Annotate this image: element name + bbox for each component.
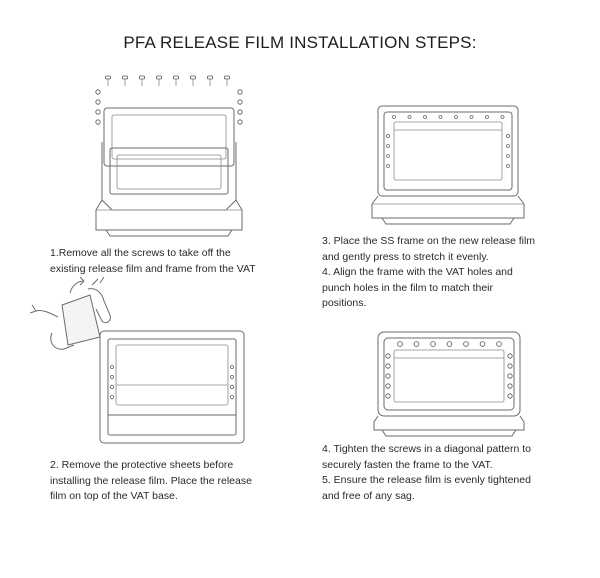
step-1-line-2: existing release film and frame from the… (50, 262, 256, 275)
frame-hole (386, 144, 390, 148)
screw-icon (385, 393, 391, 399)
frame-hole (438, 115, 443, 119)
screw-icon (446, 341, 453, 347)
screw-icon (237, 109, 243, 115)
screw-icon (463, 341, 469, 347)
screw-icon (413, 341, 420, 347)
frame-hole (469, 115, 474, 119)
step-4-5-text: 4. Tighten the screws in a diagonal patt… (322, 442, 582, 504)
screw-icon (385, 353, 391, 359)
step-4b-line-2: securely fasten the frame to the VAT. (322, 458, 493, 471)
frame-hole (454, 115, 458, 119)
screw-icon (397, 341, 403, 347)
screw-icon (385, 383, 391, 389)
screw-icon (139, 75, 145, 86)
frame-hole (392, 115, 396, 119)
step-3-line-2: and gently press to stretch it evenly. (322, 250, 489, 263)
screw-icon (479, 341, 486, 347)
frame-on-vat-illustration (371, 105, 525, 225)
step-4b-line-1: 4. Tighten the screws in a diagonal patt… (322, 443, 531, 455)
frame-hole (407, 115, 412, 119)
frame-holes (386, 115, 510, 168)
page-title: PFA RELEASE FILM INSTALLATION STEPS: (123, 33, 477, 52)
frame-hole (386, 154, 390, 158)
screw-icon (496, 341, 502, 347)
screw-icon (507, 353, 513, 359)
step-3-line-1: 3. Place the SS frame on the new release… (322, 235, 536, 247)
screw-icon (507, 363, 513, 369)
step-2-line-3: film on top of the VAT base. (50, 490, 178, 502)
screw-icon (95, 99, 101, 105)
screw-icon (95, 119, 101, 125)
step-3-4-text: 3. Place the SS frame on the new release… (322, 234, 582, 312)
screw-icon (507, 393, 513, 399)
screw-icon (224, 75, 230, 86)
screw-icon (507, 383, 513, 389)
tight-screws (385, 341, 513, 399)
screw-icon (385, 363, 391, 369)
screws-tightened-illustration (373, 331, 525, 437)
screw-icon (95, 89, 101, 95)
frame-hole (500, 115, 505, 119)
frame-hole (485, 115, 489, 119)
step-5-line-2: and free of any sag. (322, 489, 415, 502)
screw-icon (507, 373, 513, 379)
step-4-line-1: 4. Align the frame with the VAT holes an… (322, 266, 513, 278)
screw-icon (430, 341, 436, 347)
screw-icon (95, 109, 101, 115)
step-5-line-1: 5. Ensure the release film is evenly tig… (322, 474, 531, 486)
screw-icon (237, 89, 243, 95)
screw-icon (190, 75, 196, 86)
frame-hole (506, 154, 510, 158)
screw-icon (105, 75, 111, 86)
screw-icon (385, 373, 391, 379)
side-holes-right (229, 365, 234, 400)
screw-icon (156, 75, 162, 86)
screw-icon (237, 119, 243, 125)
step-4-line-3: positions. (322, 297, 367, 309)
side-holes-left (110, 365, 115, 400)
step-2-line-2: installing the release film. Place the r… (50, 474, 252, 487)
vat-screws-removed-illustration (95, 75, 243, 237)
screw-icon (173, 75, 179, 86)
screw-icon (122, 75, 128, 86)
frame-hole (386, 134, 390, 138)
frame-hole (423, 115, 427, 119)
peel-film-illustration (30, 276, 245, 444)
frame-hole (506, 144, 510, 148)
frame-hole (386, 164, 390, 168)
frame-hole (506, 134, 510, 138)
step-4-line-2: punch holes in the film to match their (322, 281, 494, 294)
frame-hole (506, 164, 510, 168)
step-1-text: 1.Remove all the screws to take off the … (50, 246, 310, 277)
screw-icon (207, 75, 213, 86)
screw-icon (237, 99, 243, 105)
screw-row (95, 75, 243, 125)
step-2-text: 2. Remove the protective sheets before i… (50, 458, 310, 505)
step-2-line-1: 2. Remove the protective sheets before (50, 459, 234, 471)
step-1-line-1: 1.Remove all the screws to take off the (50, 247, 231, 259)
